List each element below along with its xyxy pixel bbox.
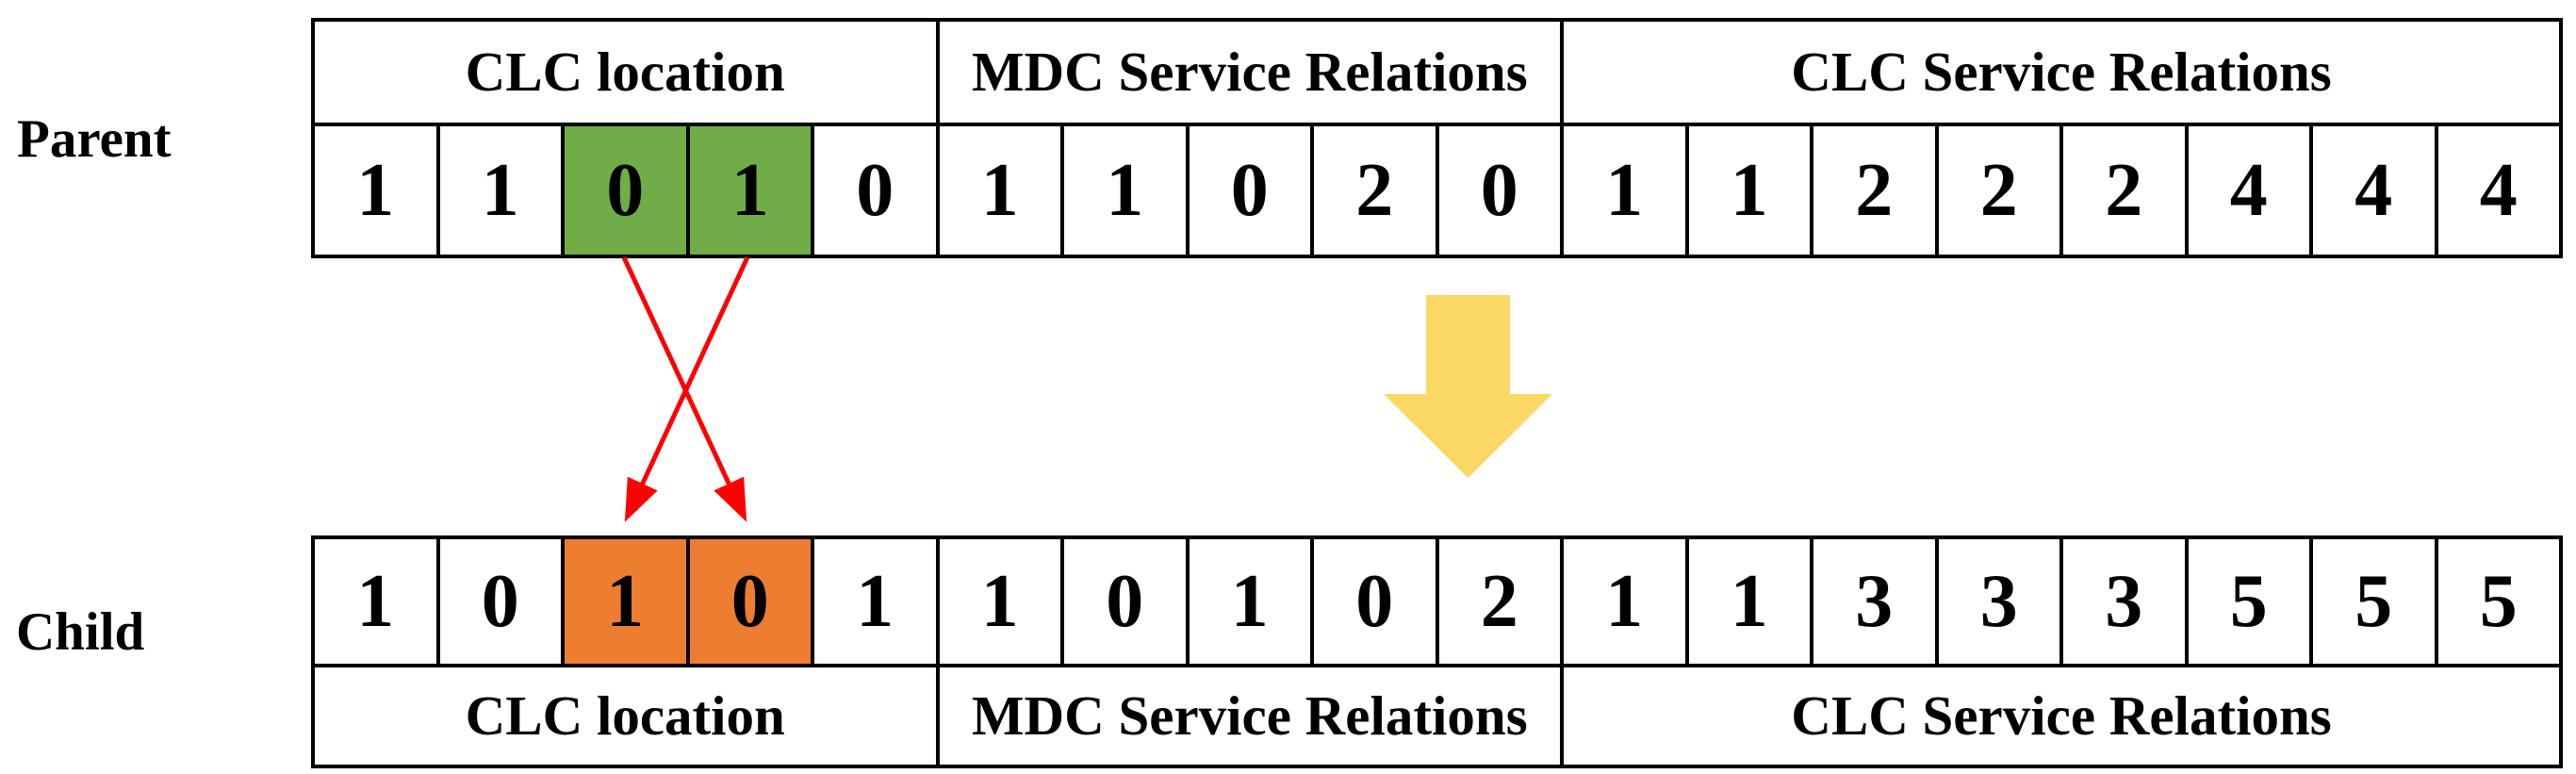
crossover-swap-arrows-icon — [621, 255, 750, 522]
child-gene-cell: 2 — [1436, 537, 1562, 666]
parent-row-label: Parent — [17, 109, 172, 169]
child-chromosome-table: 1 0 1 0 1 1 0 1 0 2 1 1 3 3 3 5 5 5 CLC … — [311, 535, 2563, 768]
child-section-header-clc-service-relations: CLC Service Relations — [1562, 666, 2561, 766]
parent-gene-cell: 4 — [2311, 124, 2437, 256]
parent-section-header-clc-service-relations: CLC Service Relations — [1562, 20, 2561, 124]
child-gene-cell: 3 — [1812, 537, 1937, 666]
child-gene-cell: 5 — [2186, 537, 2311, 666]
child-gene-cell: 1 — [1686, 537, 1812, 666]
child-gene-cell: 1 — [1187, 537, 1312, 666]
parent-chromosome-table: CLC location MDC Service Relations CLC S… — [311, 18, 2563, 258]
child-gene-cell: 1 — [937, 537, 1062, 666]
child-gene-cell: 1 — [812, 537, 938, 666]
child-section-header-clc-location: CLC location — [313, 666, 938, 766]
child-gene-cell: 0 — [1062, 537, 1188, 666]
child-gene-cell: 1 — [1562, 537, 1687, 666]
child-gene-cell: 0 — [1312, 537, 1437, 666]
parent-gene-cell: 1 — [937, 124, 1062, 256]
child-gene-cell: 0 — [437, 537, 563, 666]
child-gene-cell-highlighted: 0 — [687, 537, 812, 666]
child-row-label: Child — [16, 602, 145, 662]
parent-gene-cell: 1 — [1686, 124, 1812, 256]
child-gene-cell: 3 — [1936, 537, 2061, 666]
parent-gene-cell: 1 — [1562, 124, 1687, 256]
child-gene-cell: 5 — [2436, 537, 2561, 666]
child-section-header-mdc-service-relations: MDC Service Relations — [937, 666, 1562, 766]
parent-gene-cell: 4 — [2186, 124, 2311, 256]
parent-section-header-clc-location: CLC location — [313, 20, 938, 124]
parent-gene-cell: 1 — [1062, 124, 1188, 256]
parent-gene-cell: 2 — [1812, 124, 1937, 256]
child-gene-cell: 5 — [2311, 537, 2437, 666]
parent-gene-cell: 4 — [2436, 124, 2561, 256]
parent-gene-cell: 0 — [812, 124, 938, 256]
parent-gene-cell-highlighted: 0 — [563, 124, 688, 256]
parent-gene-cell: 2 — [1312, 124, 1437, 256]
parent-gene-cell: 2 — [1936, 124, 2061, 256]
parent-gene-cell-highlighted: 1 — [687, 124, 812, 256]
parent-section-header-mdc-service-relations: MDC Service Relations — [937, 20, 1562, 124]
parent-gene-cell: 2 — [2061, 124, 2187, 256]
parent-gene-cell: 1 — [437, 124, 563, 256]
parent-gene-cell: 0 — [1436, 124, 1562, 256]
child-gene-cell: 1 — [313, 537, 438, 666]
transform-down-arrow-icon — [1384, 295, 1552, 478]
child-gene-cell-highlighted: 1 — [563, 537, 688, 666]
parent-gene-cell: 1 — [313, 124, 438, 256]
child-gene-cell: 3 — [2061, 537, 2187, 666]
parent-gene-cell: 0 — [1187, 124, 1312, 256]
